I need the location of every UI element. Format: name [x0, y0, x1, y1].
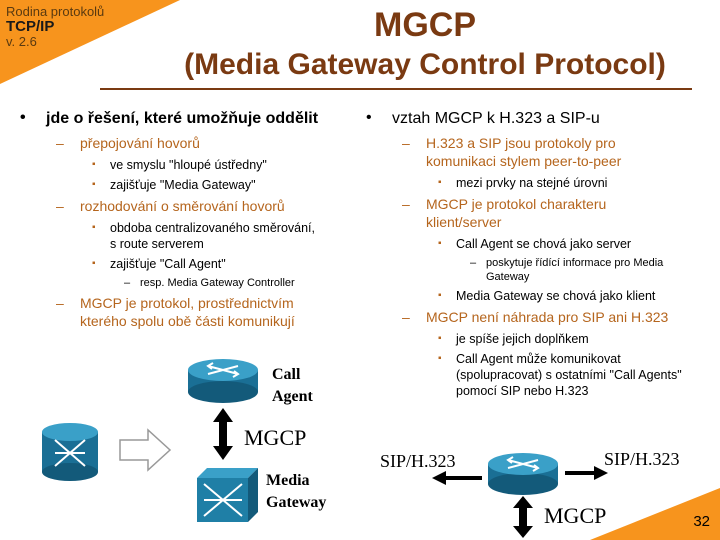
- slide-title: MGCP: [374, 6, 476, 44]
- switch-icon: [42, 423, 98, 481]
- sip-h323-label-right: SIP/H.323: [604, 449, 680, 469]
- bullet-l3: ▪Call Agent se chová jako server: [438, 237, 632, 251]
- corner-decoration-bottom: [590, 488, 720, 540]
- mgcp-label-left: MGCP: [244, 425, 307, 450]
- diagram-sip-relations: [432, 453, 720, 540]
- version-label: v. 2.6: [6, 34, 37, 49]
- bullet-l2: –přepojování hovorů: [56, 135, 200, 151]
- bullet-l2: –MGCP není náhrada pro SIP ani H.323: [402, 309, 669, 325]
- call-label: Call: [272, 366, 301, 383]
- course-tag: Rodina protokolů TCP/IP v. 2.6: [6, 4, 104, 49]
- bullet-l2-cont: komunikaci stylem peer-to-peer: [426, 153, 622, 169]
- bullet-l3-cont: pomocí SIP nebo H.323: [456, 384, 589, 398]
- mgcp-label-right: MGCP: [544, 503, 607, 528]
- series-label: Rodina protokolů: [6, 4, 105, 19]
- bullet-l4-cont: Gateway: [486, 271, 530, 283]
- bullet-l3: ▪Call Agent může komunikovat: [438, 352, 621, 366]
- sip-h323-label-left: SIP/H.323: [380, 451, 456, 471]
- diagram-mgcp-architecture: [42, 359, 258, 522]
- media-gateway-switch-icon: [197, 468, 258, 522]
- bullet-l3-cont: (spolupracovat) s ostatními "Call Agents…: [456, 368, 682, 382]
- bullet-l3: ▪zajišťuje "Media Gateway": [92, 178, 256, 192]
- bullet-l3-cont: s route serverem: [110, 237, 204, 251]
- bullet-l2: –H.323 a SIP jsou protokoly pro: [402, 135, 616, 151]
- corner-decoration: [0, 0, 180, 84]
- bullet-l3: ▪zajišťuje "Call Agent": [92, 257, 226, 271]
- bullet-l1: •jde o řešení, které umožňuje oddělit: [20, 109, 319, 127]
- call-agent-router-icon: [188, 359, 258, 403]
- left-column: •jde o řešení, které umožňuje oddělit –p…: [18, 109, 348, 335]
- page-number: 32: [693, 513, 710, 530]
- slide-subtitle: (Media Gateway Control Protocol): [184, 48, 666, 81]
- bullet-l3: ▪ve smyslu "hloupé ústředny": [92, 158, 267, 172]
- bullet-l3: ▪Media Gateway se chová jako klient: [438, 289, 656, 303]
- gateway-label: Gateway: [266, 494, 327, 511]
- bullet-l4: –poskytuje řídící informace pro Media: [470, 257, 664, 269]
- media-label: Media: [266, 472, 310, 489]
- call-agent-router-icon: [488, 453, 558, 495]
- bullet-l2-cont: klient/server: [426, 214, 502, 230]
- hollow-arrow-icon: [119, 428, 172, 472]
- arrow-left-icon: [432, 471, 482, 485]
- bullet-l2: –rozhodování o směrování hovorů: [56, 198, 285, 214]
- bullet-l3: ▪obdoba centralizovaného směrování,: [92, 221, 315, 235]
- bullet-l4: –resp. Media Gateway Controller: [124, 277, 295, 289]
- bullet-l3: ▪mezi prvky na stejné úrovni: [438, 176, 608, 190]
- mgcp-vertical-arrow-icon: [213, 408, 233, 460]
- bullet-l2: –MGCP je protokol charakteru: [402, 196, 607, 212]
- bullet-l1: •vztah MGCP k H.323 a SIP-u: [366, 109, 600, 127]
- title-divider: [100, 88, 692, 90]
- bullet-l2: –MGCP je protokol, prostřednictvím: [56, 295, 294, 311]
- bullet-l3: ▪je spíše jejich doplňkem: [438, 332, 589, 346]
- arrow-right-icon: [565, 466, 608, 480]
- arrow-vertical-icon: [513, 496, 533, 538]
- agent-label: Agent: [272, 388, 313, 405]
- course-label: TCP/IP: [6, 18, 55, 35]
- bullet-l2-cont: kterého spolu obě části komunikují: [80, 313, 295, 329]
- right-column: •vztah MGCP k H.323 a SIP-u –H.323 a SIP…: [364, 109, 714, 403]
